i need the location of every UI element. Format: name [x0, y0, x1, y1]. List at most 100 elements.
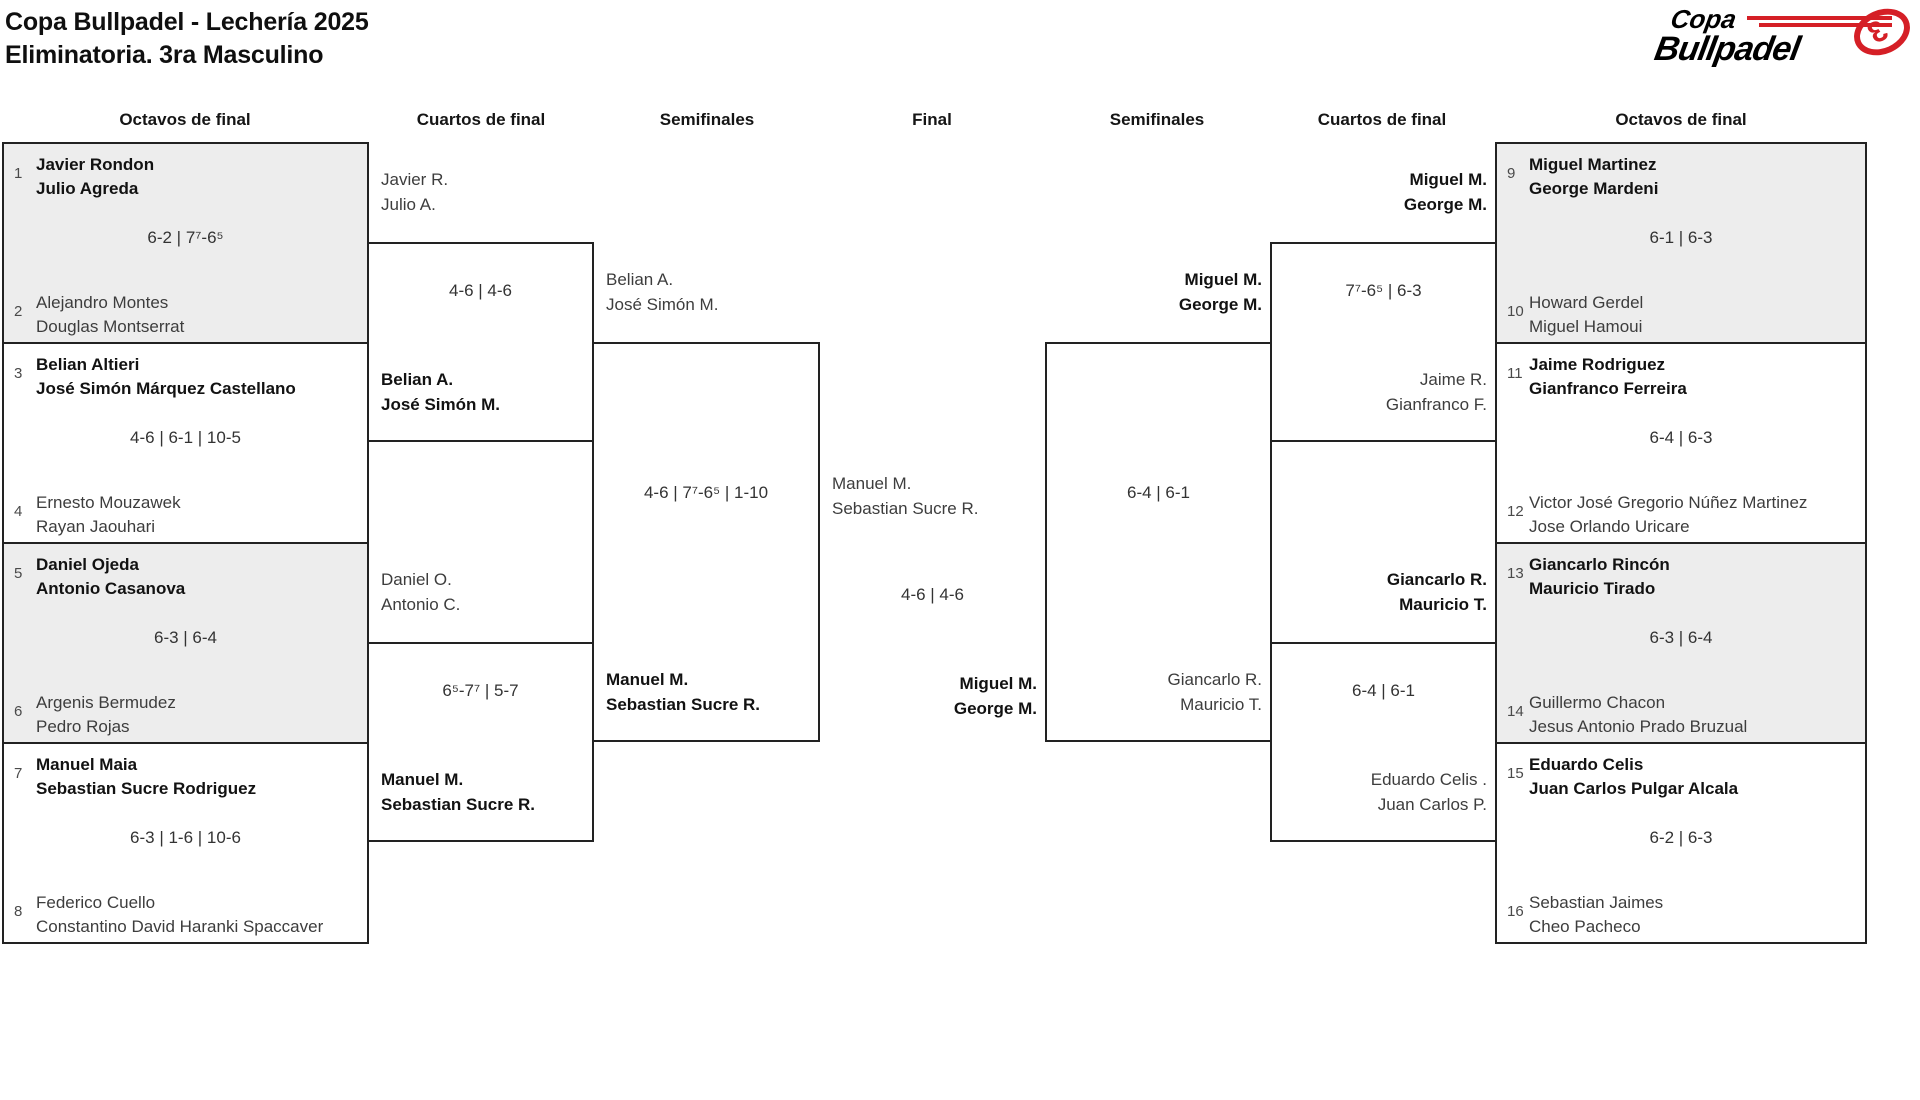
player-name: Gianfranco Ferreira	[1529, 379, 1687, 398]
team-short-name: Daniel O.	[381, 570, 452, 589]
team-name-winner: Daniel Ojeda Antonio Casanova	[36, 553, 185, 601]
player-name: Mauricio Tirado	[1529, 579, 1656, 598]
player-name: Javier Rondon	[36, 155, 155, 174]
qf-left-bottom-box	[367, 642, 594, 842]
match-score: 6-1 | 6-3	[1649, 228, 1713, 247]
seed-number: 4	[14, 503, 23, 520]
page-title: Copa Bullpadel - Lechería 2025 Eliminato…	[5, 6, 369, 72]
column-header-octavos-right: Octavos de final	[1615, 110, 1747, 129]
player-name: Sebastian Sucre Rodriguez	[36, 779, 257, 798]
team-name-winner: Jaime Rodriguez Gianfranco Ferreira	[1529, 353, 1687, 401]
match-score: 6-4 | 6-3	[1649, 428, 1713, 447]
player-name: Jose Orlando Uricare	[1529, 517, 1690, 536]
team-name: Argenis Bermudez Pedro Rojas	[36, 691, 176, 739]
team-short-name: Sebastian Sucre R.	[832, 499, 979, 518]
team-short-name: Mauricio T.	[1180, 695, 1262, 714]
seed-number: 14	[1507, 703, 1524, 720]
team-short-name: Manuel M.	[381, 770, 464, 789]
team-name-winner: Giancarlo Rincón Mauricio Tirado	[1529, 553, 1670, 601]
match-score: 7⁷-6⁵ | 6-3	[1345, 281, 1422, 300]
column-header-cuartos-right: Cuartos de final	[1317, 110, 1447, 129]
player-name: Alejandro Montes	[36, 293, 169, 312]
qf-right-bottom-box	[1270, 642, 1497, 842]
match-box-r16-2: 3 Belian Altieri José Simón Márquez Cast…	[2, 342, 369, 544]
advancer-qf-winner: Belian A. José Simón M.	[381, 367, 500, 417]
player-name: Giancarlo Rincón	[1529, 555, 1670, 574]
team-name-winner: Eduardo Celis Juan Carlos Pulgar Alcala	[1529, 753, 1738, 801]
team-short-name: Sebastian Sucre R.	[381, 795, 536, 814]
player-name: Juan Carlos Pulgar Alcala	[1529, 779, 1739, 798]
advancer-qf: Eduardo Celis . Juan Carlos P.	[1277, 767, 1487, 817]
match-box-r16-6: 11 Jaime Rodriguez Gianfranco Ferreira 6…	[1495, 342, 1867, 544]
team-short-name: George M.	[1403, 195, 1487, 214]
logo-speed-line	[1747, 16, 1892, 20]
emblem-glyph: 3	[1863, 13, 1893, 51]
player-name: Ernesto Mouzawek	[36, 493, 181, 512]
finalist-left: Manuel M. Sebastian Sucre R.	[832, 471, 978, 521]
team-short-name: Antonio C.	[381, 595, 461, 614]
player-name: Rayan Jaouhari	[36, 517, 156, 536]
team-short-name: Belian A.	[606, 270, 674, 289]
player-name: George Mardeni	[1529, 179, 1659, 198]
sf-left-box	[592, 342, 820, 742]
player-name: Antonio Casanova	[36, 579, 186, 598]
final-score: 4-6 | 4-6	[900, 585, 964, 604]
team-name: Guillermo Chacon Jesus Antonio Prado Bru…	[1529, 691, 1747, 739]
team-short-name: José Simón M.	[606, 295, 719, 314]
seed-number: 15	[1507, 765, 1524, 782]
seed-number: 5	[14, 565, 23, 582]
seed-number: 7	[14, 765, 23, 782]
player-name: Julio Agreda	[36, 179, 139, 198]
player-name: Jesus Antonio Prado Bruzual	[1529, 717, 1748, 736]
sf-right-box	[1045, 342, 1272, 742]
player-name: Daniel Ojeda	[36, 555, 139, 574]
team-short-name: Miguel M.	[1409, 170, 1487, 189]
team-name: Howard Gerdel Miguel Hamoui	[1529, 291, 1643, 339]
match-box-r16-5: 9 Miguel Martinez George Mardeni 6-1 | 6…	[1495, 142, 1867, 344]
team-short-name: Eduardo Celis .	[1370, 770, 1487, 789]
team-short-name: George M.	[953, 699, 1037, 718]
team-short-name: Giancarlo R.	[1167, 670, 1262, 689]
player-name: José Simón Márquez Castellano	[36, 379, 296, 398]
player-name: Argenis Bermudez	[36, 693, 176, 712]
team-short-name: Mauricio T.	[1399, 595, 1487, 614]
column-header-octavos-left: Octavos de final	[119, 110, 251, 129]
advancer-qf: Javier R. Julio A.	[381, 167, 448, 217]
team-name-winner: Miguel Martinez George Mardeni	[1529, 153, 1658, 201]
team-short-name: Giancarlo R.	[1386, 570, 1487, 589]
advancer-qf: Daniel O. Antonio C.	[381, 567, 460, 617]
match-score: 6-2 | 6-3	[1649, 828, 1713, 847]
player-name: Victor José Gregorio Núñez Martinez	[1529, 493, 1808, 512]
seed-number: 11	[1507, 365, 1523, 382]
seed-number: 1	[14, 165, 23, 182]
advancer-qf-winner: Manuel M. Sebastian Sucre R.	[381, 767, 535, 817]
seed-number: 12	[1507, 503, 1524, 520]
player-name: Pedro Rojas	[36, 717, 130, 736]
team-short-name: Manuel M.	[832, 474, 912, 493]
player-name: Douglas Montserrat	[36, 317, 185, 336]
player-name: Eduardo Celis	[1529, 755, 1644, 774]
match-score: 6⁵-7⁷ | 5-7	[442, 681, 519, 700]
team-name: Ernesto Mouzawek Rayan Jaouhari	[36, 491, 181, 539]
seed-number: 3	[14, 365, 23, 382]
champion-team: Miguel M. George M.	[817, 671, 1037, 721]
advancer-sf: Belian A. José Simón M.	[606, 267, 718, 317]
column-header-semis-right: Semifinales	[1109, 110, 1205, 129]
column-header-final: Final	[912, 110, 952, 129]
player-name: Constantino David Haranki Spaccaver	[36, 917, 324, 936]
team-short-name: Julio A.	[381, 195, 436, 214]
team-name-winner: Javier Rondon Julio Agreda	[36, 153, 154, 201]
page-title-line2: Eliminatoria. 3ra Masculino	[5, 41, 324, 69]
team-short-name: Sebastian Sucre R.	[606, 695, 761, 714]
match-score: 6-3 | 1-6 | 10-6	[130, 828, 241, 847]
team-short-name: Belian A.	[381, 370, 454, 389]
team-name: Alejandro Montes Douglas Montserrat	[36, 291, 184, 339]
advancer-sf-winner: Manuel M. Sebastian Sucre R.	[606, 667, 760, 717]
player-name: Cheo Pacheco	[1529, 917, 1641, 936]
seed-number: 8	[14, 903, 23, 920]
player-name: Federico Cuello	[36, 893, 156, 912]
match-score: 6-4 | 6-1	[1351, 681, 1415, 700]
match-score: 6-3 | 6-4	[1649, 628, 1713, 647]
logo-bullpadel-text: Bullpadel	[1651, 30, 1803, 68]
